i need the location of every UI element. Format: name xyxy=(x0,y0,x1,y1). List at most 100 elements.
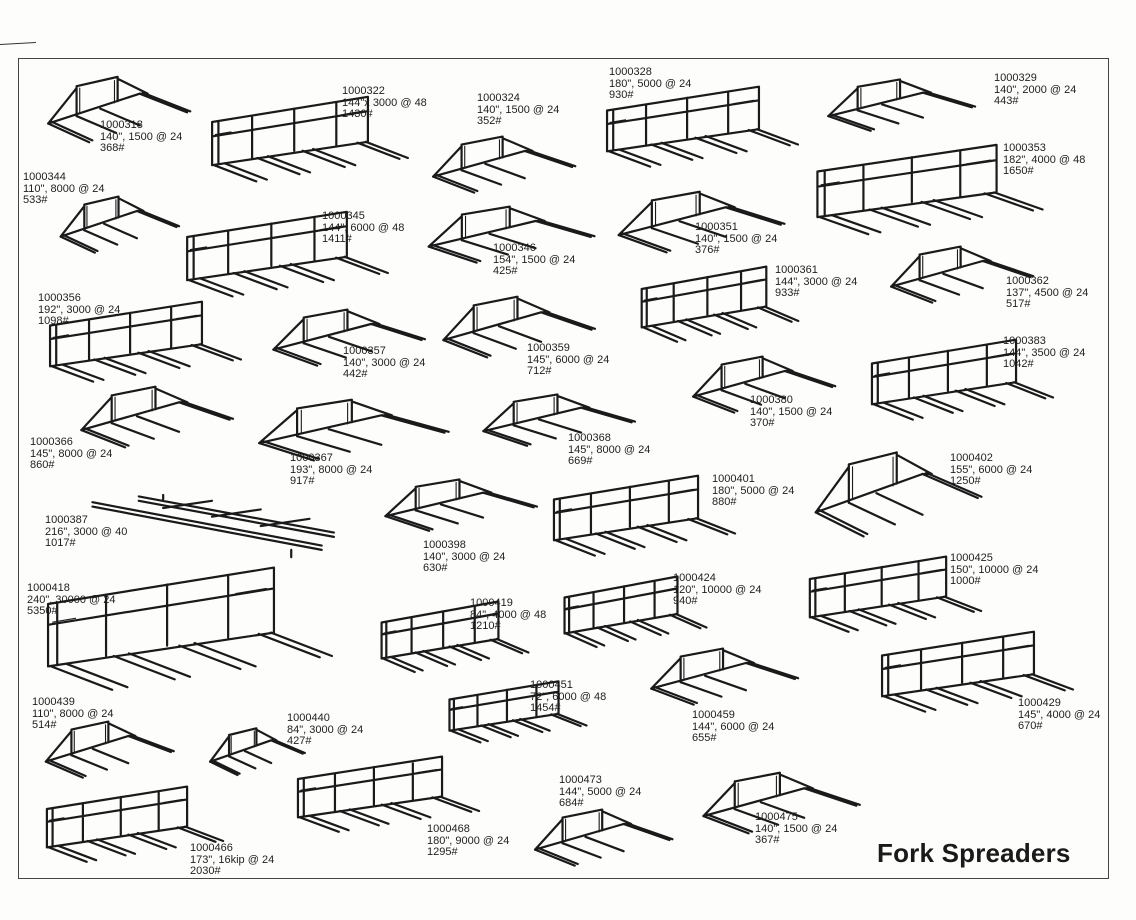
part-number: 1000328 xyxy=(609,66,652,78)
product-weight: 442# xyxy=(343,368,368,380)
product-weight: 933# xyxy=(775,287,800,299)
product-spec: 145", 8000 @ 24 xyxy=(568,443,651,456)
product-weight: 514# xyxy=(32,719,57,731)
product-weight: 533# xyxy=(23,194,48,206)
fork-spreader-drawing-frame xyxy=(880,630,1075,715)
fork-spreader-drawing-frame xyxy=(563,575,708,650)
fork-spreader-drawing-frame xyxy=(45,565,335,695)
product-spec: 144", 3000 @ 24 xyxy=(775,275,858,288)
fork-spreader-drawing-truss xyxy=(648,647,803,707)
part-number: 1000345 xyxy=(322,210,365,222)
product-spec: 240", 30000 @ 24 xyxy=(27,593,116,606)
part-number: 1000322 xyxy=(342,85,385,97)
part-number: 1000466 xyxy=(190,842,233,854)
fork-spreader-drawing-frame xyxy=(45,785,225,865)
page-title: Fork Spreaders xyxy=(877,838,1071,868)
fork-spreader-drawing-truss xyxy=(440,295,600,360)
part-number: 1000383 xyxy=(1003,335,1046,347)
product-spec: 173", 16kip @ 24 xyxy=(190,853,275,866)
product-spec: 140", 1500 @ 24 xyxy=(755,822,838,835)
part-number: 1000451 xyxy=(530,679,573,691)
product-spec: 140", 1500 @ 24 xyxy=(695,232,778,245)
page-border xyxy=(18,58,1109,879)
product-weight: 1017# xyxy=(45,537,76,549)
part-number: 1000459 xyxy=(692,709,735,721)
product-weight: 1454# xyxy=(530,702,561,714)
product-spec: 192", 3000 @ 24 xyxy=(38,303,121,316)
product-weight: 1430# xyxy=(342,108,373,120)
product-spec: 140", 3000 @ 24 xyxy=(343,356,426,369)
product-weight: 712# xyxy=(527,365,552,377)
product-spec: 180", 5000 @ 24 xyxy=(609,77,692,90)
fork-spreader-drawing-truss xyxy=(58,195,183,255)
part-number: 1000440 xyxy=(287,712,330,724)
part-number: 1000380 xyxy=(750,394,793,406)
product-spec: 140", 1500 @ 24 xyxy=(750,405,833,418)
fork-spreader-drawing-truss xyxy=(43,720,178,780)
part-number: 1000361 xyxy=(775,264,818,276)
part-number: 1000359 xyxy=(527,342,570,354)
product-spec: 144"x 3000 @ 48 xyxy=(342,96,427,109)
product-spec: 140", 1500 @ 24 xyxy=(477,103,560,116)
product-weight: 352# xyxy=(477,115,502,127)
product-weight: 1042# xyxy=(1003,358,1034,370)
product-weight: 425# xyxy=(493,265,518,277)
fork-spreader-drawing-truss xyxy=(425,205,600,265)
fork-spreader-drawing-truss xyxy=(382,478,542,533)
part-number: 1000387 xyxy=(45,514,88,526)
product-weight: 940# xyxy=(673,595,698,607)
fork-spreader-drawing-truss xyxy=(888,245,1038,305)
product-spec: 72", 6000 @ 48 xyxy=(530,690,607,703)
product-weight: 880# xyxy=(712,496,737,508)
product-weight: 917# xyxy=(290,475,315,487)
product-weight: 630# xyxy=(423,562,448,574)
fork-spreader-drawing-truss xyxy=(532,808,677,868)
part-number: 1000362 xyxy=(1006,275,1049,287)
product-weight: 376# xyxy=(695,244,720,256)
part-number: 1000418 xyxy=(27,582,70,594)
fork-spreader-drawing-frame xyxy=(48,300,243,385)
product-spec: 150", 10000 @ 24 xyxy=(950,563,1039,576)
product-weight: 2030# xyxy=(190,865,221,877)
product-spec: 180", 5000 @ 24 xyxy=(712,484,795,497)
part-number: 1000419 xyxy=(470,597,513,609)
product-spec: 120", 10000 @ 24 xyxy=(673,583,762,596)
product-weight: 1000# xyxy=(950,575,981,587)
part-number: 1000429 xyxy=(1018,697,1061,709)
fork-spreader-drawing-truss xyxy=(615,190,790,255)
product-spec: 140", 2000 @ 24 xyxy=(994,83,1077,96)
product-weight: 443# xyxy=(994,95,1019,107)
product-weight: 1210# xyxy=(470,620,501,632)
product-spec: 145", 6000 @ 24 xyxy=(527,353,610,366)
fork-spreader-drawing-truss xyxy=(825,78,980,133)
product-spec: 154", 1500 @ 24 xyxy=(493,253,576,266)
product-spec: 144", 5000 @ 24 xyxy=(559,785,642,798)
product-weight: 1098# xyxy=(38,315,69,327)
part-number: 1000425 xyxy=(950,552,993,564)
part-number: 1000329 xyxy=(994,72,1037,84)
